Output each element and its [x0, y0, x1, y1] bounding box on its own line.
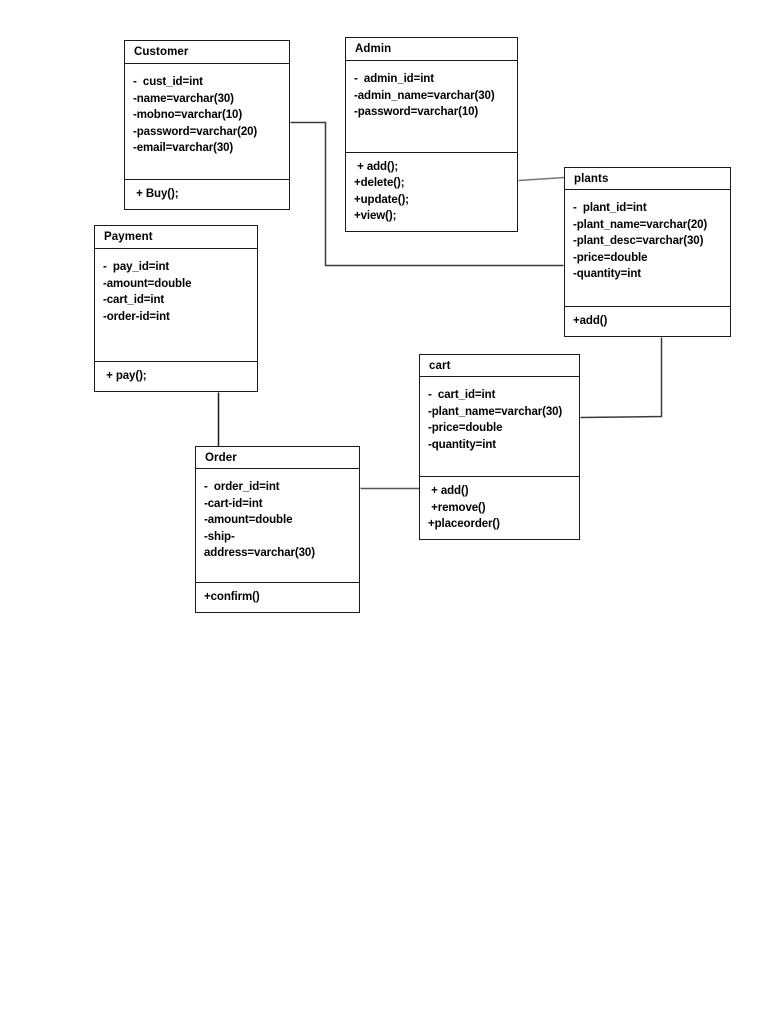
class-box-admin[interactable]: Admin - admin_id=int -admin_name=varchar…: [345, 37, 518, 232]
operation-line: +delete();: [354, 177, 405, 190]
class-attributes-order: - order_id=int -cart-id=int -amount=doub…: [196, 469, 359, 584]
attribute-line: -quantity=int: [573, 268, 642, 281]
class-title-admin: Admin: [346, 38, 517, 61]
attribute-line: -name=varchar(30): [133, 92, 234, 105]
attribute-line: - plant_id=int: [573, 202, 647, 214]
attribute-line: -amount=double: [103, 277, 192, 290]
attribute-line: -cart-id=int: [204, 497, 263, 510]
class-attributes-payment: - pay_id=int -amount=double -cart_id=int…: [95, 249, 257, 363]
operation-line: + Buy();: [133, 188, 179, 201]
attribute-line: - pay_id=int: [103, 261, 170, 273]
class-operations-cart: + add() +remove() +placeorder(): [420, 477, 579, 539]
operation-line: + pay();: [103, 370, 147, 383]
class-box-order[interactable]: Order - order_id=int -cart-id=int -amoun…: [195, 446, 360, 613]
attribute-line: -price=double: [573, 251, 648, 264]
class-attributes-cart: - cart_id=int -plant_name=varchar(30) -p…: [420, 377, 579, 478]
association-admin-to-plants: [518, 176, 565, 182]
attribute-line: - admin_id=int: [354, 73, 434, 85]
attribute-line: -ship-: [204, 530, 235, 543]
operation-line: +view();: [354, 210, 397, 223]
class-box-customer[interactable]: Customer - cust_id=int -name=varchar(30)…: [124, 40, 290, 210]
attribute-line: -email=varchar(30): [133, 142, 234, 155]
class-operations-customer: + Buy();: [125, 180, 289, 209]
attribute-line: address=varchar(30): [204, 547, 315, 560]
class-box-cart[interactable]: cart - cart_id=int -plant_name=varchar(3…: [419, 354, 580, 540]
class-attributes-admin: - admin_id=int -admin_name=varchar(30) -…: [346, 61, 517, 153]
class-operations-payment: + pay();: [95, 362, 257, 391]
operation-line: + add();: [354, 160, 399, 173]
attribute-line: -order-id=int: [103, 310, 170, 323]
class-operations-admin: + add(); +delete(); +update(); +view();: [346, 153, 517, 231]
class-title-customer: Customer: [125, 41, 289, 64]
attribute-line: -quantity=int: [428, 438, 497, 451]
attribute-line: -plant_desc=varchar(30): [573, 235, 704, 248]
class-box-plants[interactable]: plants - plant_id=int -plant_name=varcha…: [564, 167, 731, 337]
attribute-line: -password=varchar(10): [354, 106, 479, 119]
association-cart-to-plants: [580, 337, 663, 419]
class-operations-plants: +add(): [565, 307, 730, 336]
class-attributes-customer: - cust_id=int -name=varchar(30) -mobno=v…: [125, 64, 289, 181]
attribute-line: -plant_name=varchar(30): [428, 405, 563, 418]
attribute-line: -password=varchar(20): [133, 125, 258, 138]
attribute-line: -admin_name=varchar(30): [354, 89, 495, 102]
attribute-line: -mobno=varchar(10): [133, 109, 243, 122]
operation-line: +confirm(): [204, 591, 260, 604]
class-title-plants: plants: [565, 168, 730, 190]
operation-line: +remove(): [428, 501, 486, 514]
class-title-payment: Payment: [95, 226, 257, 249]
operation-line: +placeorder(): [428, 518, 500, 531]
attribute-line: -amount=double: [204, 514, 293, 527]
class-title-cart: cart: [420, 355, 579, 377]
attribute-line: - cust_id=int: [133, 76, 203, 88]
attribute-line: - order_id=int: [204, 481, 280, 493]
operation-line: +add(): [573, 315, 608, 328]
attribute-line: -cart_id=int: [103, 294, 165, 307]
attribute-line: -plant_name=varchar(20): [573, 218, 708, 231]
attribute-line: -price=double: [428, 422, 503, 435]
operation-line: +update();: [354, 193, 409, 206]
attribute-line: - cart_id=int: [428, 389, 496, 401]
operation-line: + add(): [428, 485, 469, 498]
class-title-order: Order: [196, 447, 359, 469]
class-box-payment[interactable]: Payment - pay_id=int -amount=double -car…: [94, 225, 258, 392]
class-operations-order: +confirm(): [196, 583, 359, 612]
class-attributes-plants: - plant_id=int -plant_name=varchar(20) -…: [565, 190, 730, 308]
